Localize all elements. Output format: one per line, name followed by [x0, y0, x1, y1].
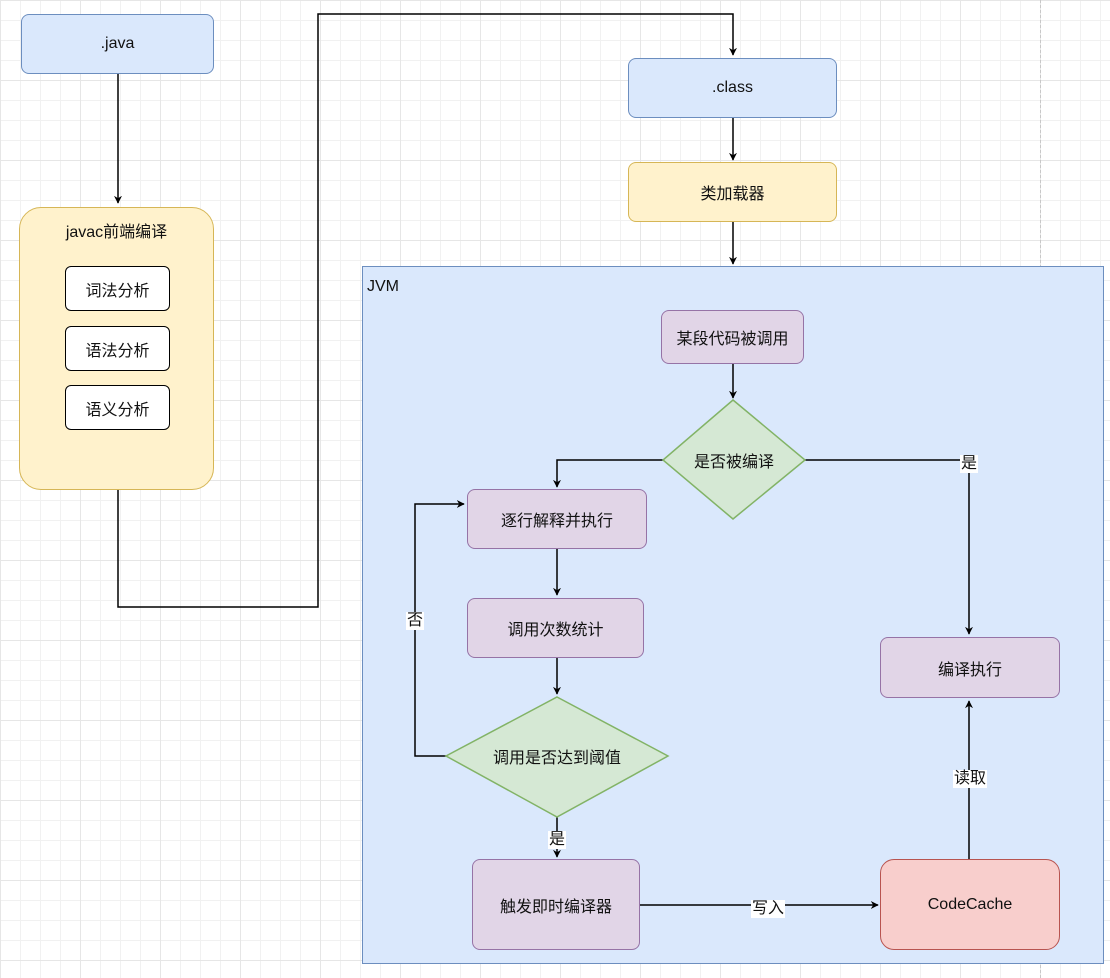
compiled-question-label: 是否被编译: [693, 454, 774, 471]
edge-not-compiled-to-interpret: [553, 459, 663, 488]
edge-label-yes-compiled: 是: [960, 455, 979, 473]
javac-frontend-title: javac前端编译: [65, 224, 168, 241]
threshold-question-label: 调用是否达到阈值: [492, 750, 621, 767]
threshold-question-diamond: [444, 696, 670, 818]
edge-label-no: 否: [406, 612, 425, 630]
edge-label-read: 读取: [953, 770, 988, 788]
java-source-node[interactable]: .java: [21, 14, 214, 74]
class-file-node[interactable]: .class: [628, 58, 837, 118]
compiled-execute-node[interactable]: 编译执行: [880, 637, 1060, 698]
jit-compiler-node[interactable]: 触发即时编译器: [472, 859, 640, 950]
interpret-execute-node[interactable]: 逐行解释并执行: [467, 489, 647, 549]
lexical-analysis-node[interactable]: 词法分析: [65, 266, 170, 311]
edge-javac-to-class: [117, 13, 737, 608]
semantic-analysis-node[interactable]: 语义分析: [65, 385, 170, 430]
codecache-node[interactable]: CodeCache: [880, 859, 1060, 950]
code-invoked-node[interactable]: 某段代码被调用: [661, 310, 804, 364]
syntax-analysis-node[interactable]: 语法分析: [65, 326, 170, 371]
edge-label-yes-threshold: 是: [548, 831, 567, 849]
edge-compiled-to-exec: [805, 459, 973, 635]
invocation-count-node[interactable]: 调用次数统计: [467, 598, 644, 658]
edge-label-write: 写入: [751, 900, 786, 918]
jvm-label: JVM: [367, 278, 399, 295]
edge-threshold-no-loop: [414, 500, 465, 757]
classloader-node[interactable]: 类加载器: [628, 162, 837, 222]
compiled-question-diamond: [661, 399, 807, 520]
